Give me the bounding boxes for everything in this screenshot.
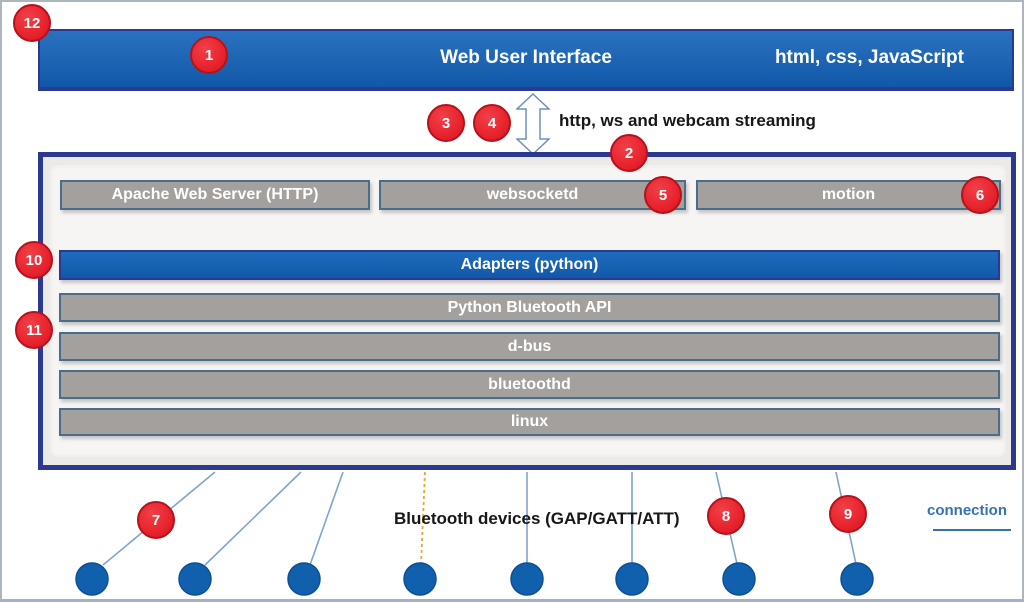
- marker-12: 12: [13, 4, 51, 42]
- marker-3: 3: [427, 104, 465, 142]
- marker-2: 2: [610, 134, 648, 172]
- bluetooth-device-dot: [840, 562, 874, 596]
- bluetoothd-bar: bluetoothd: [59, 370, 1000, 399]
- marker-7: 7: [137, 501, 175, 539]
- bluetooth-device-dot: [403, 562, 437, 596]
- marker-11: 11: [15, 311, 53, 349]
- marker-10: 10: [15, 241, 53, 279]
- bluetooth-device-dot: [615, 562, 649, 596]
- python-bluetooth-api-bar: Python Bluetooth API: [59, 293, 1000, 322]
- connection-legend-line: [933, 529, 1011, 531]
- streaming-protocols-label: http, ws and webcam streaming: [559, 111, 816, 130]
- web-user-interface-bar: Web User Interface html, css, JavaScript: [38, 29, 1014, 91]
- web-ui-title: Web User Interface: [440, 47, 612, 68]
- bluetooth-devices-label: Bluetooth devices (GAP/GATT/ATT): [394, 509, 680, 528]
- marker-6: 6: [961, 176, 999, 214]
- bidirectional-arrow-icon: [516, 93, 550, 155]
- d-bus-bar: d-bus: [59, 332, 1000, 361]
- apache-web-server-bar: Apache Web Server (HTTP): [60, 180, 370, 210]
- websocketd-bar: websocketd: [379, 180, 686, 210]
- connection-line: [309, 471, 344, 566]
- bluetooth-device-dots: [75, 562, 874, 596]
- web-ui-technologies: html, css, JavaScript: [774, 47, 964, 68]
- connection-legend-label: connection: [927, 502, 1008, 519]
- adapters-python-bar: Adapters (python): [59, 250, 1000, 280]
- linux-bar: linux: [59, 408, 1000, 436]
- server-stack-box: Apache Web Server (HTTP) websocketd moti…: [38, 152, 1016, 470]
- bluetooth-device-dot: [510, 562, 544, 596]
- bluetooth-device-dot: [287, 562, 321, 596]
- marker-5: 5: [644, 176, 682, 214]
- marker-9: 9: [829, 495, 867, 533]
- marker-8: 8: [707, 497, 745, 535]
- marker-4: 4: [473, 104, 511, 142]
- connection-line: [204, 471, 302, 566]
- bluetooth-device-dot: [75, 562, 109, 596]
- bluetooth-device-dot: [178, 562, 212, 596]
- bluetooth-device-dot: [722, 562, 756, 596]
- marker-1: 1: [190, 36, 228, 74]
- motion-bar: motion: [696, 180, 1001, 210]
